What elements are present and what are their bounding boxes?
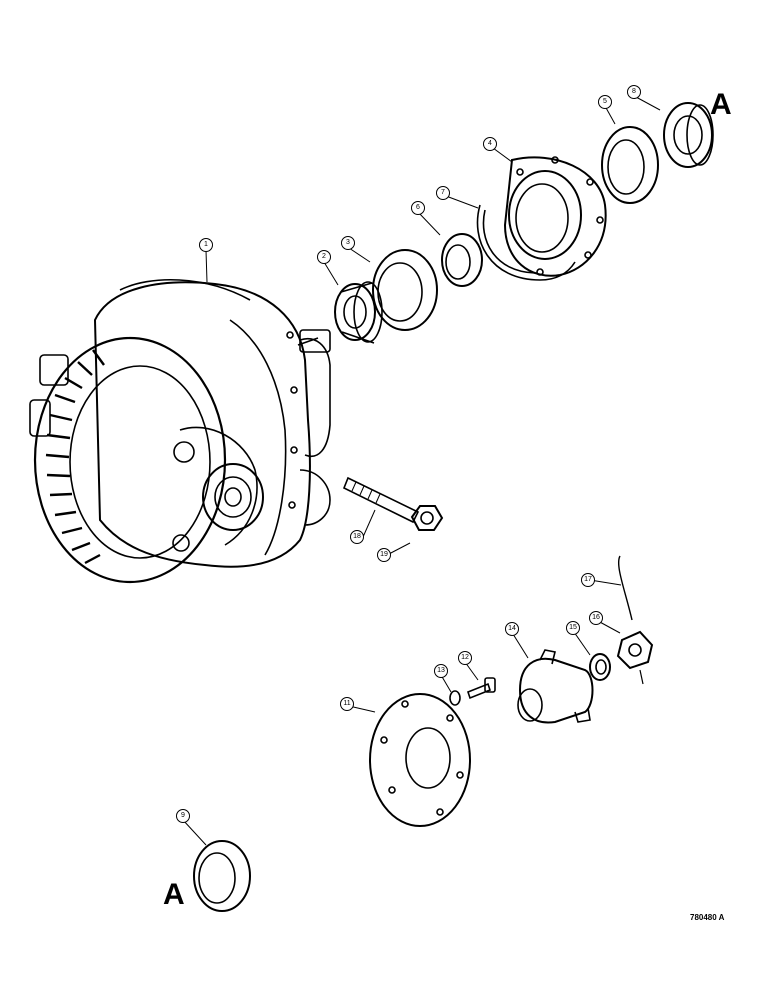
callout-6: 6 (411, 201, 425, 215)
callout-17: 17 (581, 573, 595, 587)
outer-bearing-cup (601, 126, 659, 204)
callout-19: 19 (377, 548, 391, 562)
leader-lines (182, 96, 661, 846)
callout-8: 8 (627, 85, 641, 99)
outer-bearing-cone (663, 102, 714, 168)
callout-5: 5 (598, 95, 612, 109)
bearing-cup (372, 249, 438, 331)
callout-15: 15 (566, 621, 580, 635)
callout-1: 1 (199, 238, 213, 252)
callout-4: 4 (483, 137, 497, 151)
bolt-and-washer (449, 677, 496, 706)
reference-letter-bottom: A (163, 878, 185, 911)
callout-11: 11 (340, 697, 354, 711)
figure-id: 780480 A (690, 913, 725, 922)
callout-3: 3 (341, 236, 355, 250)
reference-letter-top: A (710, 88, 732, 121)
pinion-bearing-cone (334, 281, 383, 344)
washer (589, 653, 611, 681)
callout-14: 14 (505, 622, 519, 636)
callout-9: 9 (176, 809, 190, 823)
yoke (517, 649, 594, 724)
pinion-cage (503, 156, 607, 277)
castle-nut-and-pin (616, 555, 654, 685)
callout-13: 13 (434, 664, 448, 678)
callout-16: 16 (589, 611, 603, 625)
lower-bearing-cup (193, 840, 251, 912)
shim (476, 204, 576, 281)
callout-7: 7 (436, 186, 450, 200)
callout-12: 12 (458, 651, 472, 665)
flange-plate (369, 693, 471, 827)
spacer-ring (441, 233, 483, 287)
callout-2: 2 (317, 250, 331, 264)
stud-and-nut (342, 476, 444, 531)
differential-housing (29, 278, 331, 584)
callout-18: 18 (350, 530, 364, 544)
